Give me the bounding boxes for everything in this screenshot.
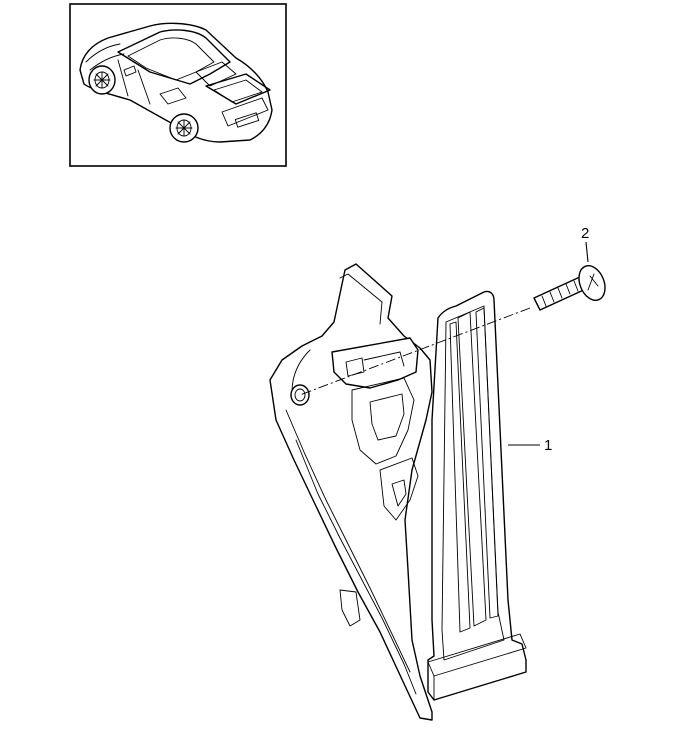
- callout-2-label: 2: [581, 225, 589, 242]
- mounting-hole: [290, 384, 310, 406]
- car-illustration: [79, 22, 273, 143]
- pedal-housing: [269, 263, 433, 721]
- callout-2[interactable]: 2: [581, 225, 589, 263]
- car-thumbnail-inset[interactable]: [69, 3, 287, 167]
- pedal-sensor-block: [331, 337, 419, 389]
- screw[interactable]: [533, 262, 610, 311]
- callout-1-label: 1: [544, 437, 552, 454]
- callout-1[interactable]: 1: [508, 437, 552, 454]
- callout-2-leader: [585, 241, 589, 263]
- assembly-axis-line: [299, 307, 531, 396]
- accelerator-pedal-assembly[interactable]: [269, 263, 527, 721]
- screw-head: [578, 265, 606, 301]
